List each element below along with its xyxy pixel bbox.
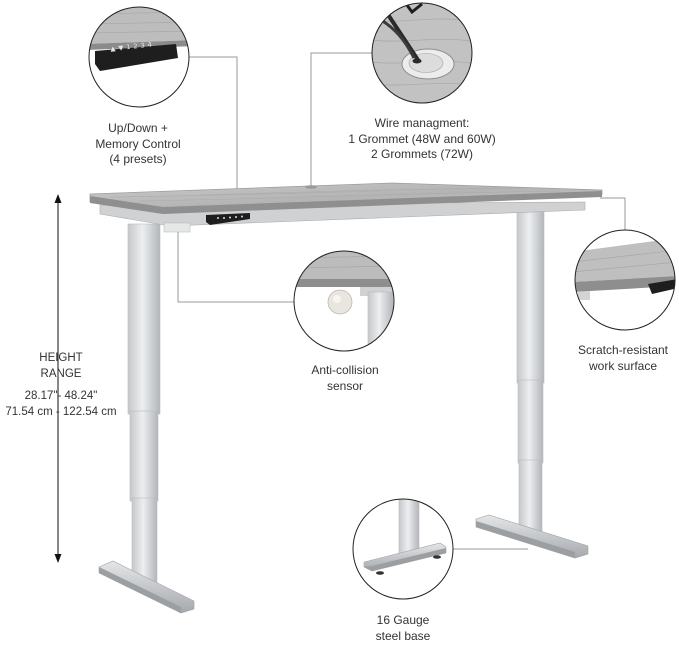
height-range-heading-2: RANGE	[40, 367, 82, 380]
up-button-glyph: ▲	[110, 44, 116, 53]
leader-control	[188, 56, 238, 215]
grommet-closeup	[371, 2, 473, 104]
height-range-cm: 71.54 cm - 122.54 cm	[5, 405, 117, 418]
leader-surface	[600, 197, 626, 230]
surface-closeup	[574, 229, 676, 331]
preset-1-glyph: 1	[125, 42, 131, 52]
sensor-label: Anti-collision sensor	[311, 363, 379, 393]
control-closeup	[88, 6, 190, 108]
height-arrow	[54, 194, 62, 563]
height-range-label: HEIGHT RANGE 28.17"- 48.24" 71.54 cm - 1…	[0, 351, 122, 420]
left-leg	[98, 223, 195, 614]
down-button-glyph: ▼	[117, 43, 124, 53]
desktop-surface	[89, 182, 603, 214]
leader-lines	[177, 52, 626, 550]
sensor-closeup	[293, 250, 395, 352]
leader-sensor	[177, 228, 294, 303]
preset-4-glyph: 4	[147, 40, 153, 50]
height-range-inches: 28.17"- 48.24"	[24, 390, 98, 402]
preset-3-glyph: 3	[140, 41, 146, 50]
right-leg	[475, 207, 589, 559]
desk-control-panel	[206, 213, 250, 225]
leader-wire	[310, 52, 372, 186]
control-label: Up/Down + Memory Control (4 presets)	[95, 121, 181, 166]
preset-2-glyph: 2	[133, 42, 138, 51]
height-range-heading-1: HEIGHT	[39, 352, 83, 364]
base-closeup	[352, 498, 454, 600]
wire-management-label: Wire managment: 1 Grommet (48W and 60W) …	[348, 116, 496, 161]
surface-label: Scratch-resistant work surface	[577, 343, 669, 373]
base-label: 16 Gauge steel base	[375, 613, 431, 643]
